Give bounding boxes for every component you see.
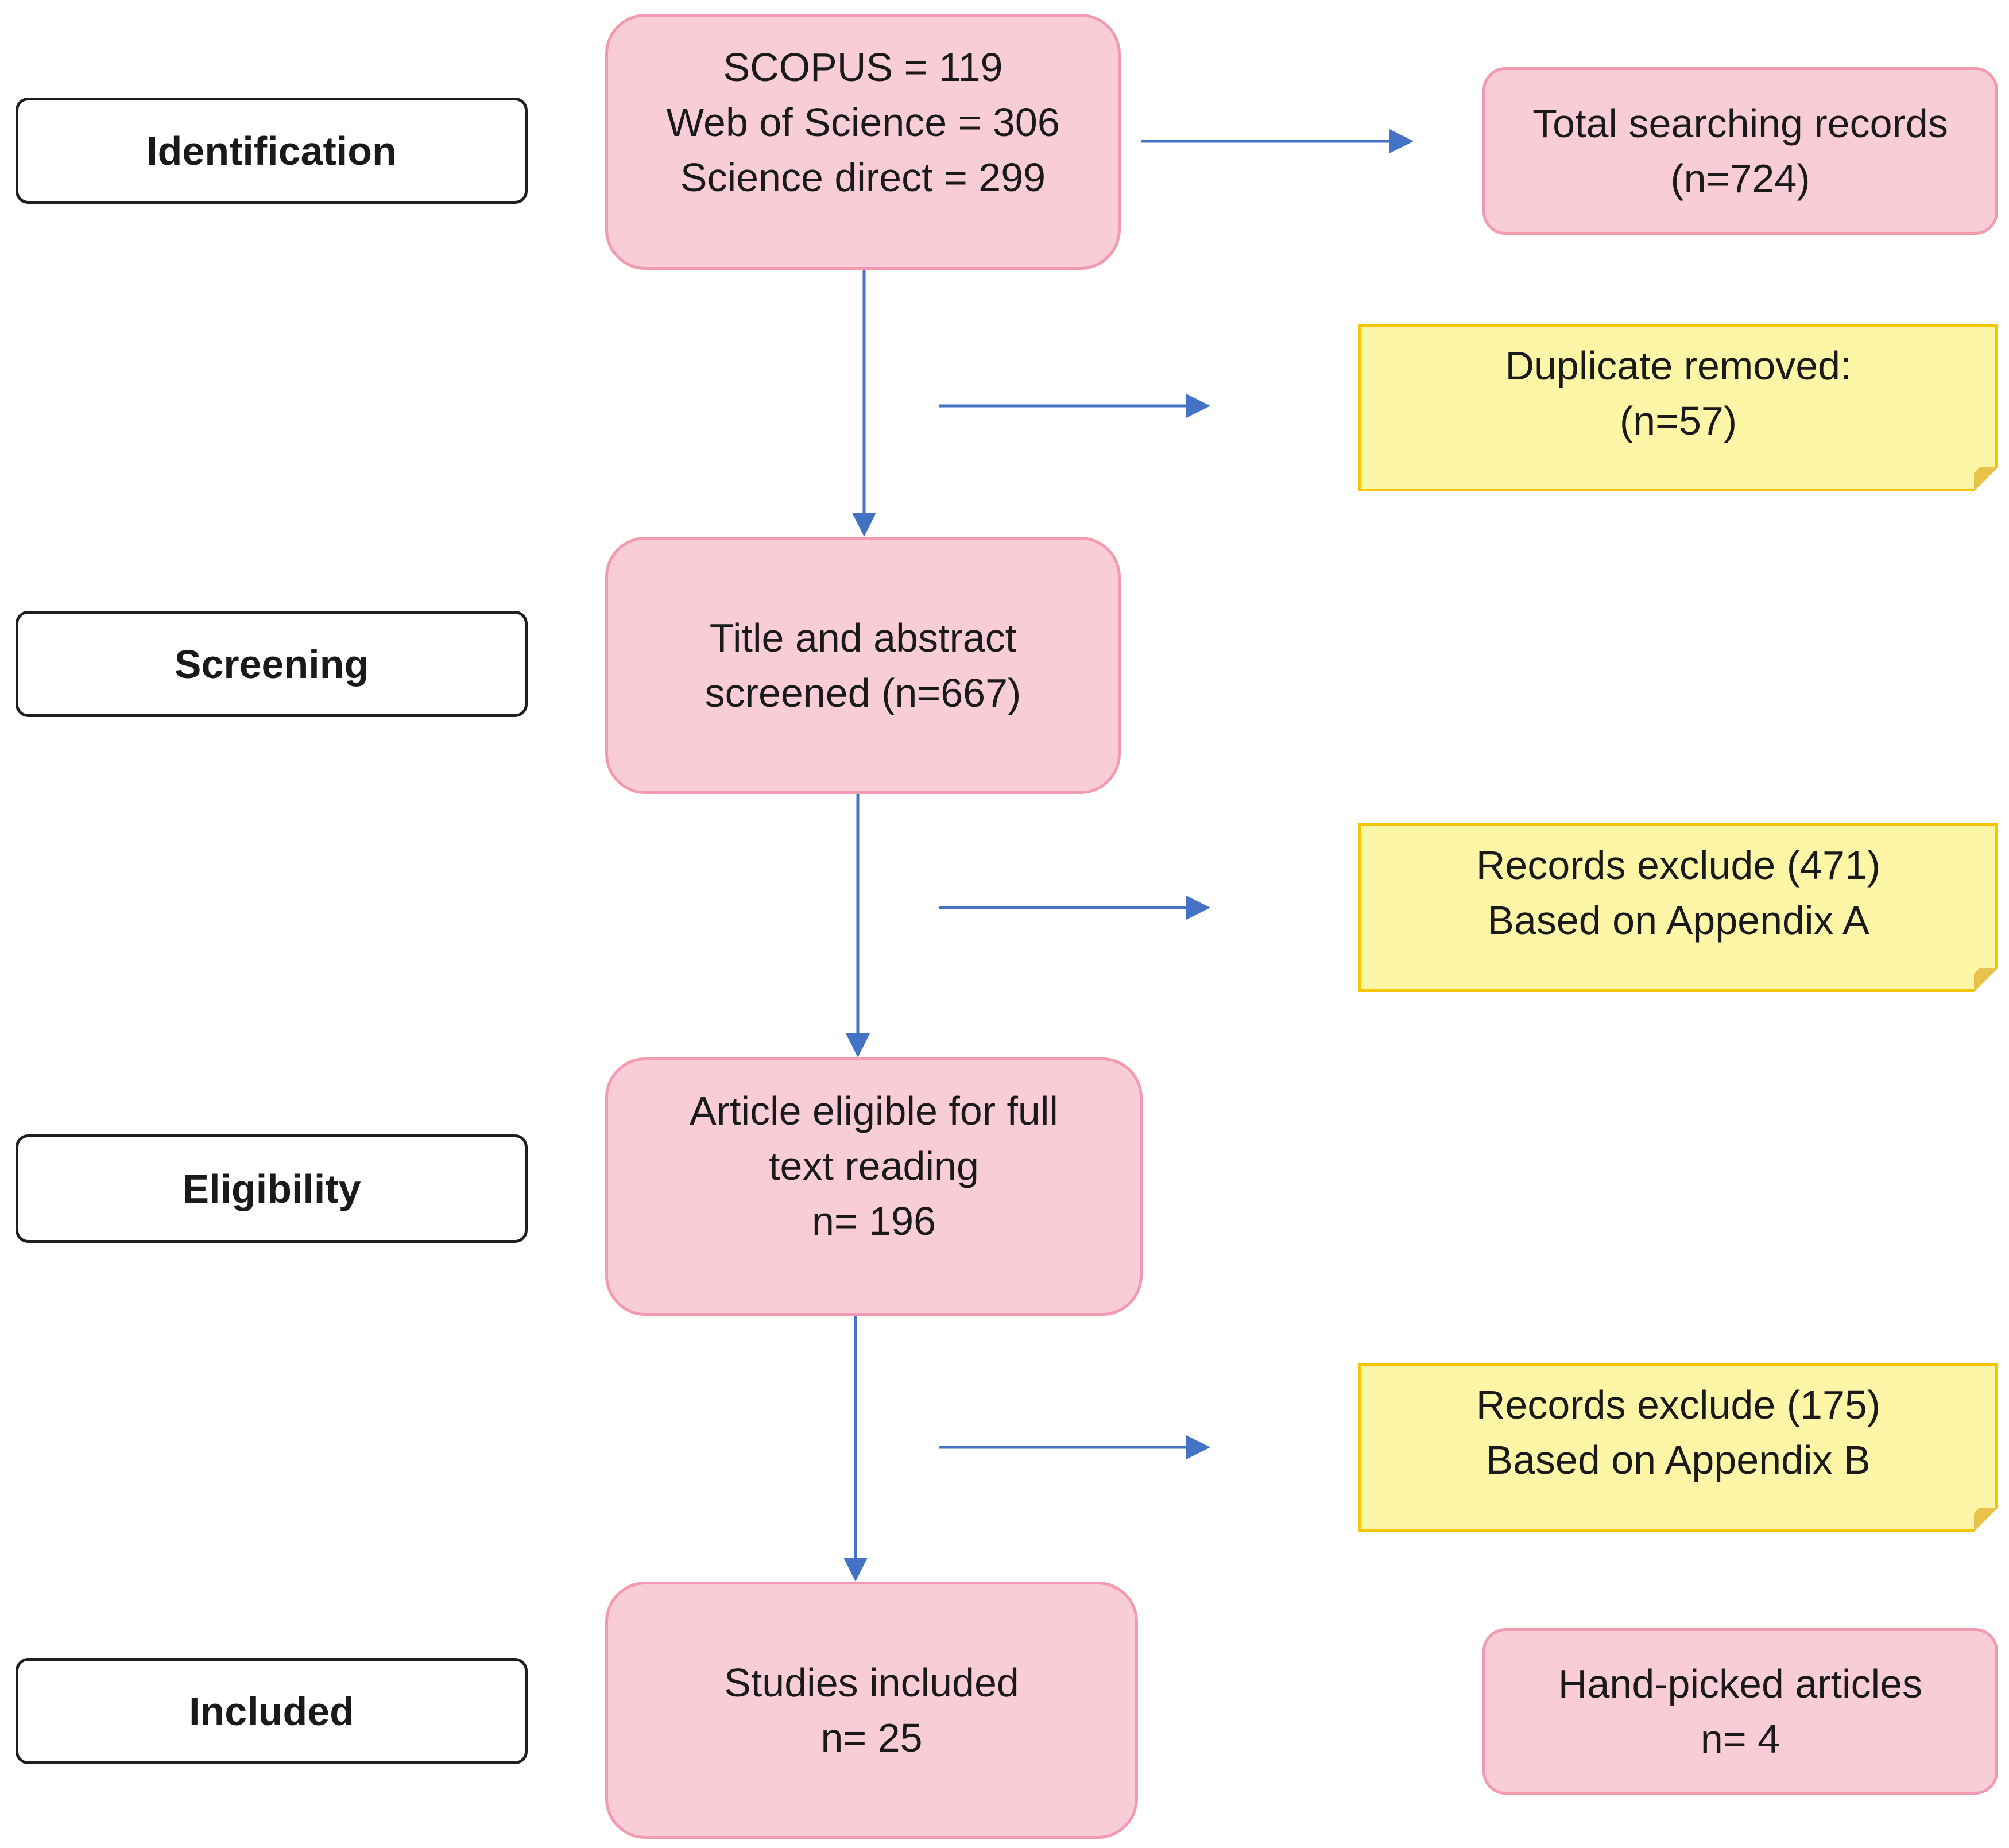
arrowhead-total-records — [1389, 129, 1414, 153]
hand-picked-line2: n= 4 — [1700, 1717, 1780, 1761]
hand-picked-box: Hand-picked articles n= 4 — [1482, 1628, 1998, 1795]
total-records-line1: Total searching records — [1532, 101, 1948, 146]
stage-eligibility-label: Eligibility — [182, 1166, 361, 1211]
arrowhead-screened — [852, 513, 876, 537]
sources-science-direct: Science direct = 299 — [680, 155, 1046, 200]
stage-identification: Identification — [16, 98, 528, 204]
stage-included: Included — [16, 1658, 528, 1764]
arrowhead-exclude-b — [1186, 1435, 1210, 1459]
stage-included-label: Included — [189, 1688, 354, 1734]
eligible-line1: Article eligible for full — [690, 1088, 1058, 1133]
exclude-b-note: Records exclude (175) Based on Appendix … — [1358, 1363, 1998, 1532]
note-fold-icon — [1974, 467, 1998, 491]
stage-identification-label: Identification — [146, 128, 397, 173]
total-records-line2: (n=724) — [1670, 156, 1810, 201]
stage-eligibility: Eligibility — [16, 1134, 528, 1243]
screened-line2: screened (n=667) — [704, 671, 1021, 715]
exclude-a-note: Records exclude (471) Based on Appendix … — [1358, 823, 1998, 992]
eligible-line3: n= 196 — [811, 1199, 936, 1243]
exclude-a-line1: Records exclude (471) — [1476, 843, 1881, 888]
exclude-b-line1: Records exclude (175) — [1476, 1382, 1881, 1427]
arrowhead-included — [843, 1558, 868, 1582]
eligible-line2: text reading — [769, 1144, 979, 1188]
duplicates-line2: (n=57) — [1619, 398, 1737, 443]
eligible-box: Article eligible for full text reading n… — [605, 1057, 1143, 1316]
stage-screening-label: Screening — [174, 641, 369, 687]
total-records-box: Total searching records (n=724) — [1482, 67, 1998, 235]
stage-screening: Screening — [16, 611, 528, 717]
included-studies-line2: n= 25 — [820, 1715, 923, 1760]
screened-line1: Title and abstract — [709, 615, 1017, 660]
arrowhead-eligible — [846, 1033, 870, 1057]
sources-scopus: SCOPUS = 119 — [723, 45, 1003, 90]
exclude-b-line2: Based on Appendix B — [1486, 1438, 1871, 1482]
hand-picked-line1: Hand-picked articles — [1558, 1661, 1923, 1706]
arrowhead-duplicates — [1186, 394, 1210, 418]
arrowhead-exclude-a — [1186, 896, 1210, 920]
exclude-a-line2: Based on Appendix A — [1487, 898, 1869, 943]
duplicates-note: Duplicate removed: (n=57) — [1358, 324, 1998, 491]
included-studies-line1: Studies included — [724, 1660, 1019, 1705]
sources-box: SCOPUS = 119 Web of Science = 306 Scienc… — [605, 14, 1121, 270]
screened-box: Title and abstract screened (n=667) — [605, 537, 1121, 794]
included-studies-box: Studies included n= 25 — [605, 1582, 1138, 1839]
duplicates-line1: Duplicate removed: — [1505, 343, 1852, 388]
sources-web-of-science: Web of Science = 306 — [666, 100, 1060, 145]
note-fold-icon — [1974, 1508, 1998, 1532]
note-fold-icon — [1974, 968, 1998, 992]
